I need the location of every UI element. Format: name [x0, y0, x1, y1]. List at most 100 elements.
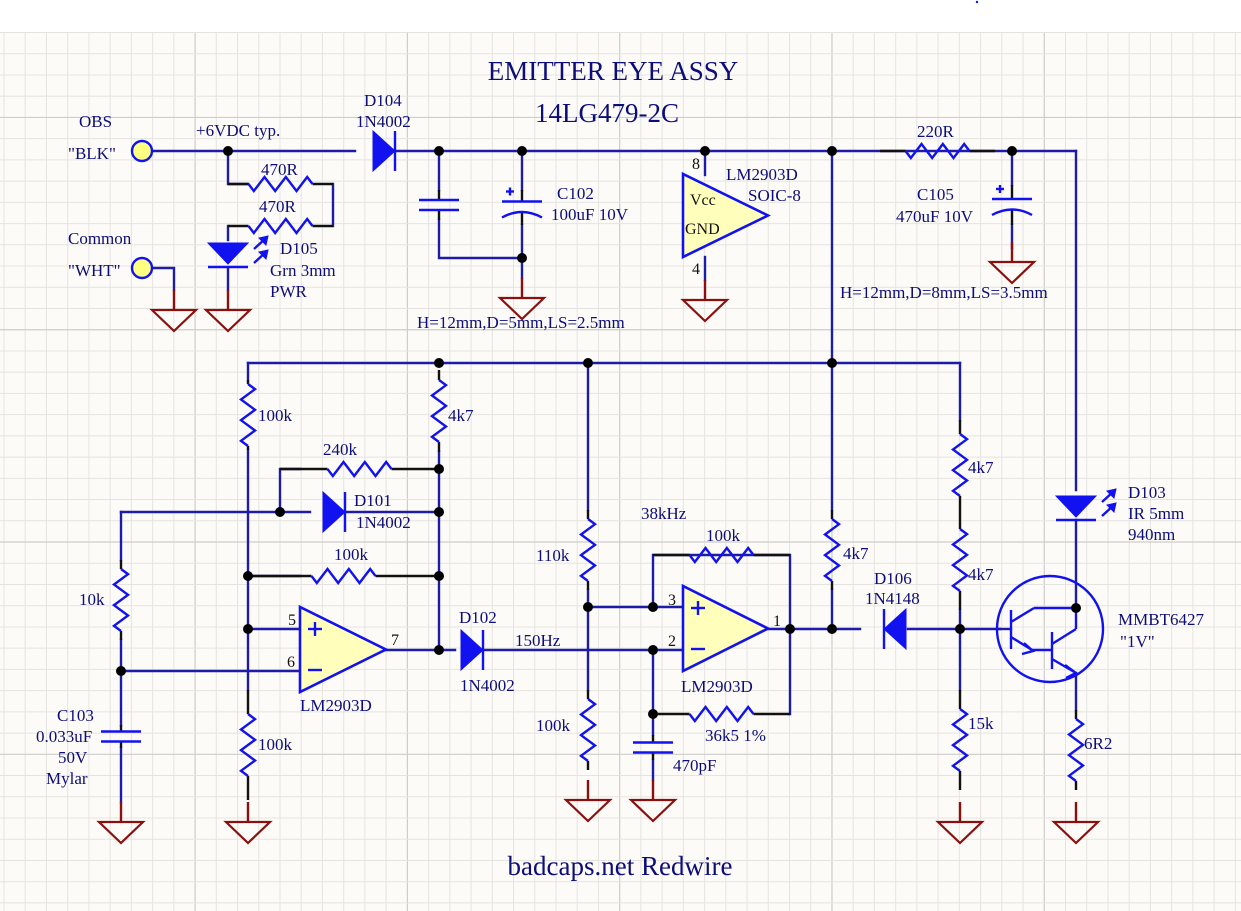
r110k-value: 110k: [536, 546, 570, 565]
junction-dot: [827, 146, 837, 156]
junction-dot: [648, 602, 658, 612]
resistor-zigzag: [310, 567, 377, 585]
capacitor-c105: [991, 185, 1033, 225]
resistor-zigzag: [247, 217, 314, 235]
u1-value: LM2903D: [300, 696, 372, 715]
u1-pin-out: 7: [391, 632, 399, 649]
title-line2: 14LG479-2C: [535, 98, 679, 128]
resistor-100k-top: [238, 380, 258, 450]
resistor-zigzag: [238, 383, 258, 447]
junction-dot: [243, 571, 253, 581]
junctions: [116, 146, 1081, 719]
diode-d102: [460, 628, 485, 672]
ground-triangle: [223, 820, 273, 845]
capacitor-c103: [101, 725, 141, 748]
ground-triangle: [203, 308, 253, 333]
resistor-zigzag: [822, 518, 842, 582]
resistor-zigzag: [688, 705, 755, 723]
opamp-u1: [298, 604, 389, 695]
r4k7-pull-value: 4k7: [843, 544, 869, 563]
resistor-4k7-c: [950, 510, 970, 610]
r470-1-value: 470R: [261, 160, 299, 179]
c470p-value: 470pF: [673, 756, 716, 775]
ground-c105: [987, 242, 1037, 285]
junction-dot: [434, 645, 444, 655]
u2-pin-minus: 2: [668, 633, 676, 650]
ground-triangle: [628, 798, 678, 823]
ground-triangle: [680, 298, 730, 323]
resistor-zigzag: [111, 568, 131, 632]
net-150hz-label: 150Hz: [515, 631, 561, 650]
port-obs-name: OBS: [79, 112, 112, 131]
resistor-zigzag: [247, 175, 314, 193]
r100k-fb2-value: 100k: [706, 526, 741, 545]
d103-wavelength: 940nm: [1128, 525, 1175, 544]
junction-dot: [648, 709, 658, 719]
opamp-power: [681, 171, 771, 260]
d104-ref: D104: [364, 91, 402, 110]
resistor-zigzag: [950, 528, 970, 592]
resistor-10k: [111, 560, 131, 640]
ground-triangle: [563, 798, 613, 823]
ground-6r2: [1051, 802, 1101, 845]
resistor-100k-feedback: [248, 567, 439, 585]
u2-value: LM2903D: [681, 677, 753, 696]
ground-triangle: [987, 260, 1037, 285]
resistor-zigzag: [950, 433, 970, 497]
ground-divider: [563, 780, 613, 823]
resistor-zigzag: [688, 546, 755, 564]
led-arrowhead: [258, 235, 269, 246]
c105-dims-note: H=12mm,D=8mm,LS=3.5mm: [840, 283, 1048, 302]
junction-dot: [648, 645, 658, 655]
d105-value: Grn 3mm: [270, 261, 336, 280]
port-common-name: Common: [68, 229, 132, 248]
led-arrowhead: [1106, 502, 1117, 513]
schematic-sheet: [0, 32, 1241, 911]
diode-triangle: [372, 129, 396, 173]
resistor-zigzag: [429, 379, 449, 443]
junction-dot: [434, 571, 444, 581]
u1-pin-minus: 6: [287, 654, 295, 671]
led-arrowhead: [1106, 488, 1117, 499]
r4k7a-value: 4k7: [448, 406, 474, 425]
ground-opamp: [680, 280, 730, 323]
r470-2-value: 470R: [259, 197, 297, 216]
wire-common: [150, 266, 176, 292]
grid: [0, 32, 1241, 911]
junction-dot: [223, 146, 233, 156]
opamp-u2: [681, 583, 771, 674]
r220-value: 220R: [917, 122, 955, 141]
resistor-15k: [950, 690, 970, 790]
d105-ref: D105: [280, 239, 318, 258]
r10k-value: 10k: [79, 590, 105, 609]
wire-ccer-bot: [437, 218, 524, 260]
resistor-6r2: [1066, 710, 1086, 790]
diode-triangle: [460, 628, 484, 672]
resistor-470r-1: [228, 175, 333, 193]
u-pwr-pin-gnd: 4: [692, 261, 700, 278]
resistor-100k-bottom: [238, 690, 258, 800]
junction-dot: [1007, 146, 1017, 156]
resistor-36k5: [653, 705, 790, 723]
junction-dot: [827, 624, 837, 634]
ground-triangle: [935, 820, 985, 845]
q1-value: MMBT6427: [1118, 610, 1204, 629]
ground-triangle: [96, 820, 146, 845]
led-d105: [206, 235, 269, 269]
junction-dot: [434, 507, 444, 517]
c103-dielectric: Mylar: [46, 769, 88, 788]
d103-ref: D103: [1128, 483, 1166, 502]
ground-triangle: [1051, 820, 1101, 845]
junction-dot: [517, 253, 527, 263]
capacitor-470pf: [633, 735, 673, 760]
junction-dot: [434, 146, 444, 156]
led-arrowhead: [258, 249, 269, 260]
resistor-4k7-a: [429, 370, 449, 452]
footer-credit: badcaps.net Redwire: [508, 851, 733, 881]
d106-value: 1N4148: [865, 589, 920, 608]
ground-common: [149, 290, 199, 333]
junction-dot: [275, 507, 285, 517]
resistor-220r: [880, 142, 995, 160]
junction-dot: [955, 624, 965, 634]
